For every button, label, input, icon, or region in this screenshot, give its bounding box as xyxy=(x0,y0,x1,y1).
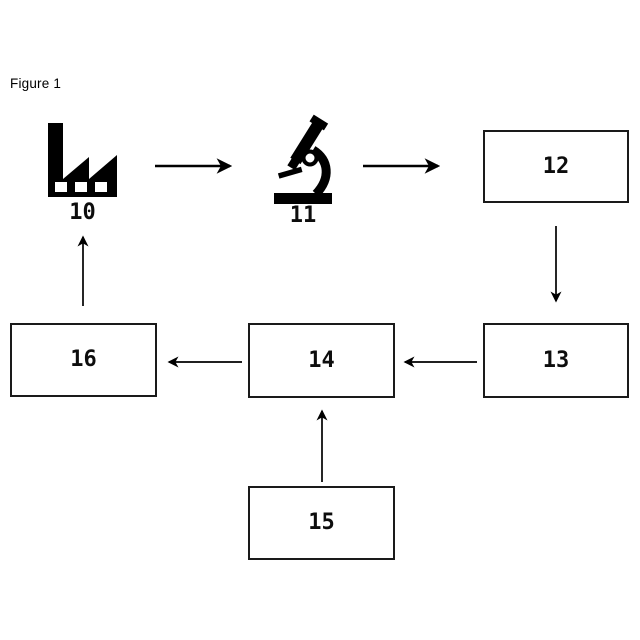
process-box-13: 13 xyxy=(483,323,629,398)
process-box-12-label: 12 xyxy=(542,153,570,179)
process-box-15: 15 xyxy=(248,486,395,560)
process-box-13-label: 13 xyxy=(542,347,570,373)
process-box-16-label: 16 xyxy=(70,347,97,372)
process-box-12: 12 xyxy=(483,130,629,203)
process-box-16: 16 xyxy=(10,323,157,397)
factory-icon xyxy=(46,123,119,197)
microscope-label: 11 xyxy=(289,203,317,228)
process-box-15-label: 15 xyxy=(308,510,335,535)
process-box-14: 14 xyxy=(248,323,395,398)
process-box-14-label: 14 xyxy=(308,347,335,373)
factory-label: 10 xyxy=(69,200,96,225)
figure-title: Figure 1 xyxy=(10,76,62,91)
microscope-icon xyxy=(272,114,334,204)
